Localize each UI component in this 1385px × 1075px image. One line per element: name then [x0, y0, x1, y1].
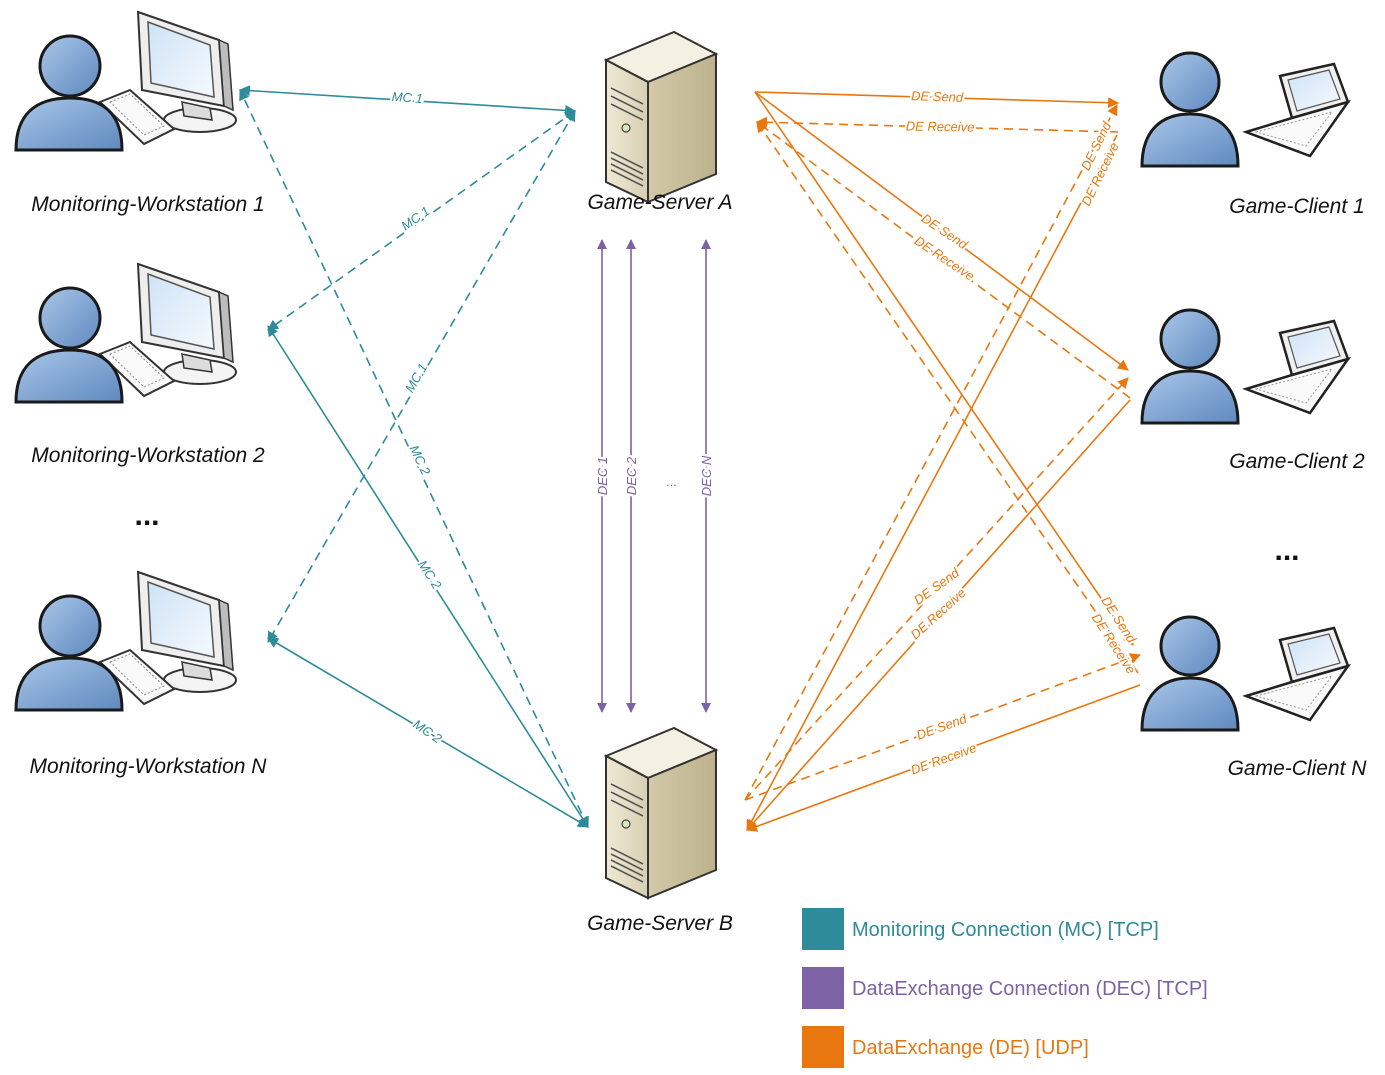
mc-label: MC 1: [398, 203, 432, 233]
game-server-b-label: Game-Server B: [587, 912, 733, 935]
dataexchange-connections: [597, 239, 711, 713]
dataexchange-udp: [744, 91, 1142, 832]
de-send-a-c2: [754, 91, 1129, 371]
game-server-a-label: Game-Server A: [587, 191, 732, 214]
dec-label: DEC N: [699, 455, 714, 496]
de-recv-cn-a: [756, 121, 1139, 674]
de-receive-label: DE Receive: [909, 740, 979, 778]
legend-swatch-dec: [802, 967, 844, 1009]
mc-line-server-b-wsn: [267, 637, 589, 828]
mc-label: MC 2: [410, 716, 445, 746]
game-server-b: [605, 727, 717, 899]
laptop-user-icon: [1140, 51, 1350, 168]
workstation-1-label: Monitoring-Workstation 1: [31, 193, 264, 216]
de-send-label: DE Send: [911, 88, 964, 105]
legend-label-mc: Monitoring Connection (MC) [TCP]: [852, 919, 1159, 941]
legend-swatch-mc: [802, 908, 844, 950]
workstation-1: [14, 10, 238, 152]
game-server-a: [605, 31, 717, 203]
mc-label: MC 2: [407, 443, 434, 478]
de-recv-c2-b: [746, 399, 1131, 831]
workstation-n-label: Monitoring-Workstation N: [30, 755, 268, 778]
de-recv-c1-a: [755, 116, 1119, 133]
legend-label-dec: DataExchange Connection (DEC) [TCP]: [852, 978, 1208, 1000]
legend-label-de: DataExchange (DE) [UDP]: [852, 1037, 1089, 1059]
mc-label: MC 1: [402, 361, 431, 395]
clients-ellipsis: ...: [1274, 534, 1299, 567]
de-recv-cn-b: [745, 684, 1141, 832]
game-client-1-label: Game-Client 1: [1229, 195, 1364, 218]
de-send-b-c1: [744, 104, 1118, 801]
de-recv-c1-b: [746, 134, 1118, 831]
game-client-2: [1140, 308, 1350, 425]
laptop-user-icon: [1140, 615, 1350, 732]
server-icon: [605, 727, 717, 899]
workstations-ellipsis: ...: [134, 499, 159, 532]
dec-label: DEC 1: [595, 457, 610, 495]
laptop-user-icon: [1140, 308, 1350, 425]
game-client-1: [1140, 51, 1350, 168]
workstation-2: [14, 262, 238, 404]
game-client-2-label: Game-Client 2: [1229, 450, 1365, 473]
mc-label: MC 1: [391, 89, 423, 106]
workstation-n: [14, 570, 238, 712]
workstation-icon: [14, 262, 238, 404]
monitoring-connections: [238, 85, 589, 828]
dec-label: DEC 2: [624, 456, 639, 495]
de-send-a-c1: [754, 91, 1120, 109]
workstation-icon: [14, 570, 238, 712]
workstation-2-label: Monitoring-Workstation 2: [31, 444, 265, 467]
server-icon: [605, 31, 717, 203]
de-send-b-cn: [744, 653, 1142, 801]
de-send-a-cn: [754, 91, 1134, 646]
workstation-icon: [14, 10, 238, 152]
mc-label: MC 2: [415, 557, 445, 592]
dec-ellipsis: ...: [667, 474, 678, 489]
game-client-n: [1140, 615, 1350, 732]
game-client-n-label: Game-Client N: [1228, 757, 1368, 780]
legend-swatch-de: [802, 1026, 844, 1068]
de-receive-label: DE Receive: [906, 118, 975, 134]
de-send-label: DE Send: [914, 711, 969, 743]
de-recv-c2-a: [756, 121, 1131, 399]
de-send-b-c2: [744, 377, 1129, 801]
legend: Monitoring Connection (MC) [TCP] DataExc…: [802, 908, 1208, 1068]
